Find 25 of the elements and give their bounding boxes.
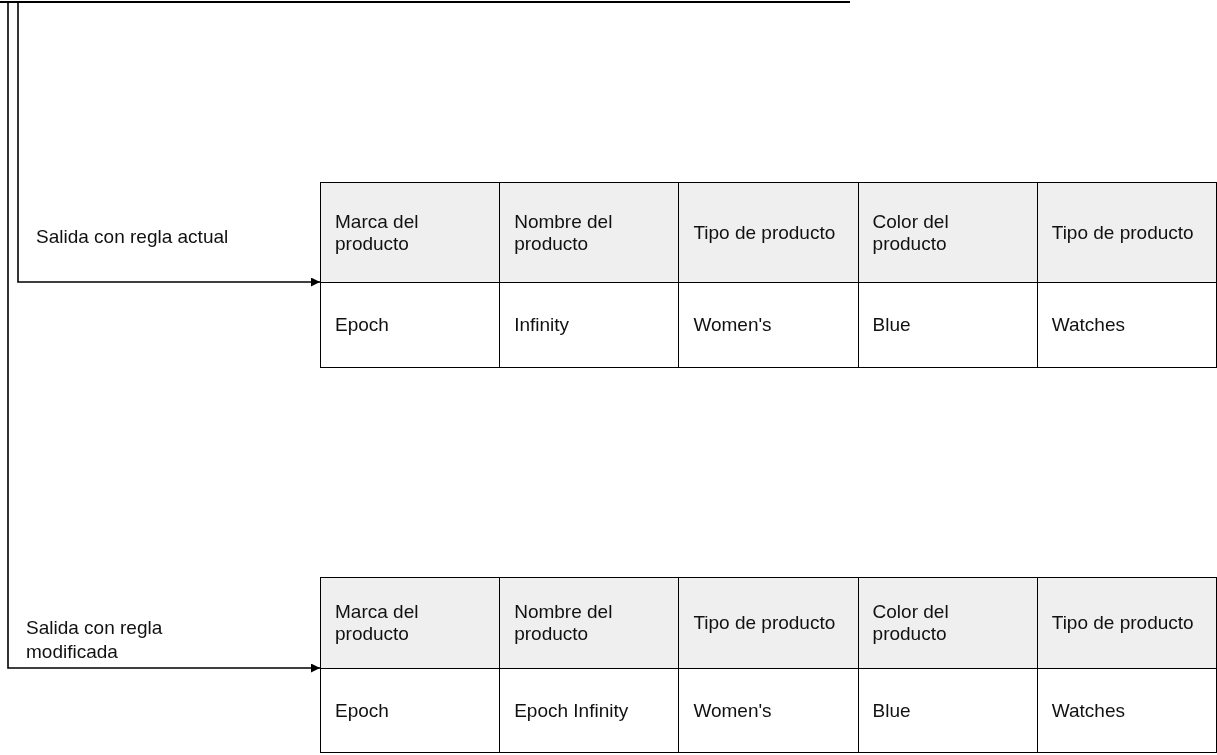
- cell-text: Epoch Infinity: [514, 699, 629, 722]
- cell-text: Women's: [693, 699, 772, 722]
- column-header: Marca del producto: [335, 601, 420, 645]
- column-header: Tipo de producto: [693, 612, 836, 634]
- column-header: Color del producto: [872, 601, 950, 645]
- data-table: [320, 182, 1217, 368]
- cell-text: Blue: [872, 699, 911, 722]
- column-header: Tipo de producto: [693, 221, 836, 244]
- column-header: Tipo de producto: [1051, 221, 1194, 244]
- cell-text: Women's: [693, 314, 772, 336]
- data-table: [320, 577, 1217, 753]
- cell-text: Epoch: [335, 699, 389, 722]
- cut-off-table: [0, 0, 850, 3]
- cell-text: Infinity: [514, 314, 570, 336]
- column-header: Nombre del producto: [514, 601, 614, 645]
- column-header: Marca del producto: [335, 210, 420, 255]
- cell-text: Watches: [1051, 314, 1125, 336]
- cell-text: Epoch: [335, 314, 389, 336]
- column-header: Color del producto: [872, 210, 950, 255]
- arrow: [17, 2, 321, 287]
- column-header: Tipo de producto: [1051, 612, 1194, 634]
- cell-text: Blue: [872, 314, 911, 336]
- cell-text: Watches: [1051, 699, 1125, 722]
- arrow: [7, 2, 321, 673]
- column-header: Nombre del producto: [514, 210, 614, 255]
